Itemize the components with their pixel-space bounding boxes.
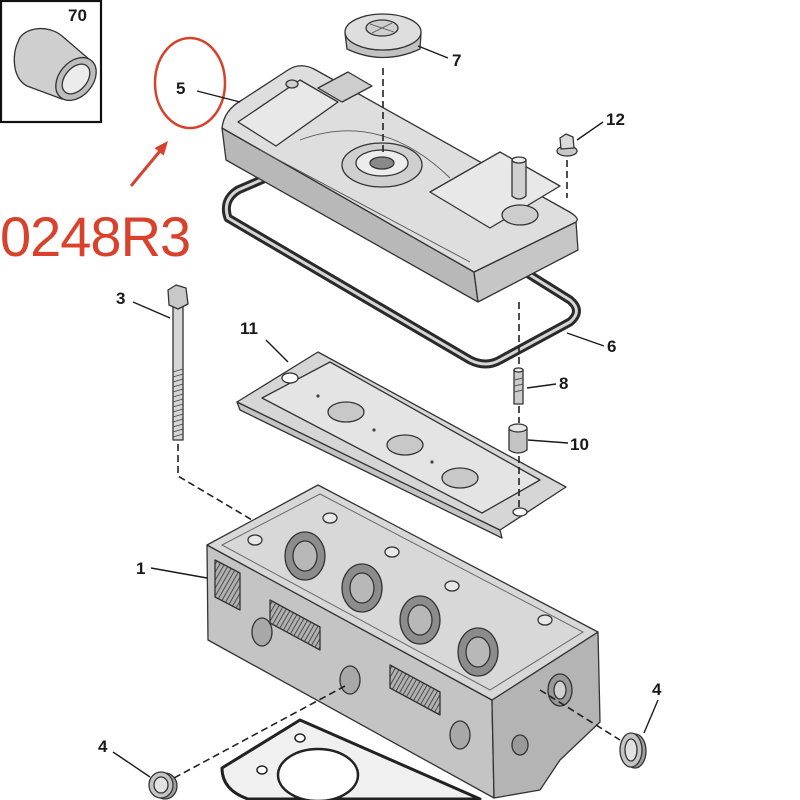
callout-7: 7 — [452, 51, 461, 70]
callout-8: 8 — [559, 374, 568, 393]
callout-11: 11 — [240, 319, 258, 338]
callout-leaders — [112, 45, 659, 778]
valve-cover-gasket — [221, 145, 581, 369]
callout-4-right: 4 — [652, 680, 662, 699]
callout-12: 12 — [606, 110, 625, 129]
dowel-sleeve — [508, 423, 528, 454]
reference-code: 0248R3 — [0, 205, 190, 268]
cover-nut — [556, 133, 578, 157]
core-plug-left — [148, 771, 178, 800]
stud — [513, 367, 524, 405]
callout-1: 1 — [136, 559, 145, 578]
assembly-lines — [173, 68, 621, 779]
cylinder-head-bolt — [167, 284, 189, 441]
red-arrow-shaft — [129, 150, 162, 187]
callout-6: 6 — [607, 337, 616, 356]
bushing-icon — [13, 28, 97, 102]
callout-4-left: 4 — [98, 737, 108, 756]
inset-box: 70 — [0, 0, 103, 124]
core-plug-right — [619, 732, 647, 769]
heat-shield — [236, 351, 567, 539]
valve-cover — [221, 65, 579, 303]
cylinder-head — [206, 484, 601, 799]
callout-labels: 5 7 12 3 11 6 8 10 1 4 4 — [98, 51, 662, 756]
red-annotation: 0248R3 — [0, 36, 227, 268]
callout-3: 3 — [116, 289, 125, 308]
head-gasket — [220, 718, 482, 800]
callout-5: 5 — [176, 79, 185, 98]
callout-10: 10 — [570, 435, 589, 454]
inset-label: 70 — [68, 6, 87, 25]
red-circle — [153, 36, 227, 130]
red-arrow-head — [154, 141, 168, 156]
oil-filler-cap — [344, 13, 422, 59]
